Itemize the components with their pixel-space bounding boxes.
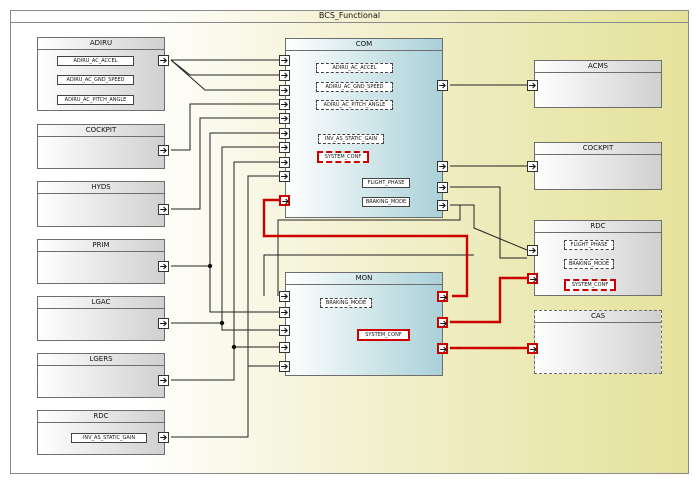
port-arrow-icon[interactable] [527,343,538,354]
cockpit-left-block[interactable]: COCKPIT [37,124,165,169]
port-arrow-icon[interactable] [158,55,169,66]
signal-com-inv[interactable]: INV_AS_STATIC_GAIN [318,134,384,144]
wire [171,132,279,267]
port-arrow-icon[interactable] [527,273,538,284]
mon-block[interactable]: MON [285,272,443,376]
wire [171,146,279,324]
signal-rdc-inv[interactable]: INV_AS_STATIC_GAIN [71,433,147,443]
block-title: MON [286,273,442,285]
port-arrow-icon[interactable] [437,80,448,91]
rdc-left-block[interactable]: RDC [37,410,165,455]
block-title: HYDS [38,182,164,194]
port-arrow-icon[interactable] [279,325,290,336]
prim-block[interactable]: PRIM [37,239,165,284]
signal-adiru-gnd-speed[interactable]: ADIRU_AC_GND_SPEED [57,75,134,85]
signal-com-accel[interactable]: ADIRU_AC_ACCEL [316,63,393,73]
port-arrow-icon[interactable] [279,157,290,168]
port-arrow-icon[interactable] [279,128,290,139]
highlight-wire [450,276,527,324]
port-arrow-icon[interactable] [437,317,448,328]
signal-adiru-accel[interactable]: ADIRU_AC_ACCEL [57,56,134,66]
port-arrow-icon[interactable] [158,375,169,386]
port-arrow-icon[interactable] [158,204,169,215]
wire [450,186,527,259]
port-arrow-icon[interactable] [279,361,290,372]
port-arrow-icon[interactable] [279,195,290,206]
port-arrow-icon[interactable] [158,318,169,329]
block-title: LGERS [38,354,164,366]
cockpit-right-block[interactable]: COCKPIT [534,142,662,190]
signal-rdcr-braking-mode[interactable]: BRAKING_MODE [564,259,614,269]
port-arrow-icon[interactable] [527,245,538,256]
cas-block[interactable]: CAS [534,310,662,374]
wire [233,161,279,347]
frame-title: BCS_Functional [10,10,689,23]
wire [171,365,279,438]
junction-dot-icon [231,344,237,350]
signal-com-braking-mode[interactable]: BRAKING_MODE [362,197,410,207]
port-arrow-icon[interactable] [158,261,169,272]
port-arrow-icon[interactable] [279,342,290,353]
wire [263,254,474,296]
port-arrow-icon[interactable] [279,307,290,318]
signal-rdcr-system-conf[interactable]: SYSTEM_CONF [564,279,616,291]
block-title: PRIM [38,240,164,252]
wire [171,346,279,381]
port-arrow-icon[interactable] [279,85,290,96]
signal-com-system-conf[interactable]: SYSTEM_CONF [317,151,369,163]
lgers-block[interactable]: LGERS [37,353,165,398]
hyds-block[interactable]: HYDS [37,181,165,227]
signal-com-gnd-speed[interactable]: ADIRU_AC_GND_SPEED [316,82,393,92]
block-title: RDC [38,411,164,423]
port-arrow-icon[interactable] [437,200,448,211]
port-arrow-icon[interactable] [437,161,448,172]
junction-dot-icon [219,320,225,326]
port-arrow-icon[interactable] [279,142,290,153]
wire [171,117,279,210]
signal-mon-system-conf[interactable]: SYSTEM_CONF [357,329,410,341]
port-arrow-icon[interactable] [527,161,538,172]
wire [209,266,279,313]
block-title: CAS [535,311,661,323]
wire [277,204,461,296]
block-title: LGAC [38,297,164,309]
signal-mon-braking-mode[interactable]: BRAKING_MODE [320,298,372,308]
block-title: ACMS [535,61,661,73]
block-title: ADIRU [38,38,164,50]
block-title: RDC [535,221,661,233]
wire [247,175,279,366]
signal-com-pitch[interactable]: ADIRU_AC_PITCH_ANGLE [316,100,393,110]
port-arrow-icon[interactable] [279,291,290,302]
wire [170,59,279,91]
wire [450,204,528,251]
port-arrow-icon[interactable] [279,113,290,124]
port-arrow-icon[interactable] [279,70,290,81]
port-arrow-icon[interactable] [279,99,290,110]
block-title: COM [286,39,442,51]
block-title: COCKPIT [535,143,661,155]
port-arrow-icon[interactable] [437,291,448,302]
port-arrow-icon[interactable] [158,145,169,156]
port-arrow-icon[interactable] [158,432,169,443]
port-arrow-icon[interactable] [437,343,448,354]
lgac-block[interactable]: LGAC [37,296,165,341]
port-arrow-icon[interactable] [437,182,448,193]
port-arrow-icon[interactable] [527,80,538,91]
wire [221,323,279,331]
highlight-wire [262,198,469,298]
block-title: COCKPIT [38,125,164,137]
signal-rdcr-flight-phase[interactable]: FLIGHT_PHASE [564,240,614,250]
wire [170,59,279,76]
wire [171,103,279,151]
acms-block[interactable]: ACMS [534,60,662,108]
signal-adiru-pitch[interactable]: ADIRU_AC_PITCH_ANGLE [57,95,134,105]
port-arrow-icon[interactable] [279,171,290,182]
signal-com-flight-phase[interactable]: FLIGHT_PHASE [362,178,410,188]
junction-dot-icon [207,263,213,269]
port-arrow-icon[interactable] [279,55,290,66]
